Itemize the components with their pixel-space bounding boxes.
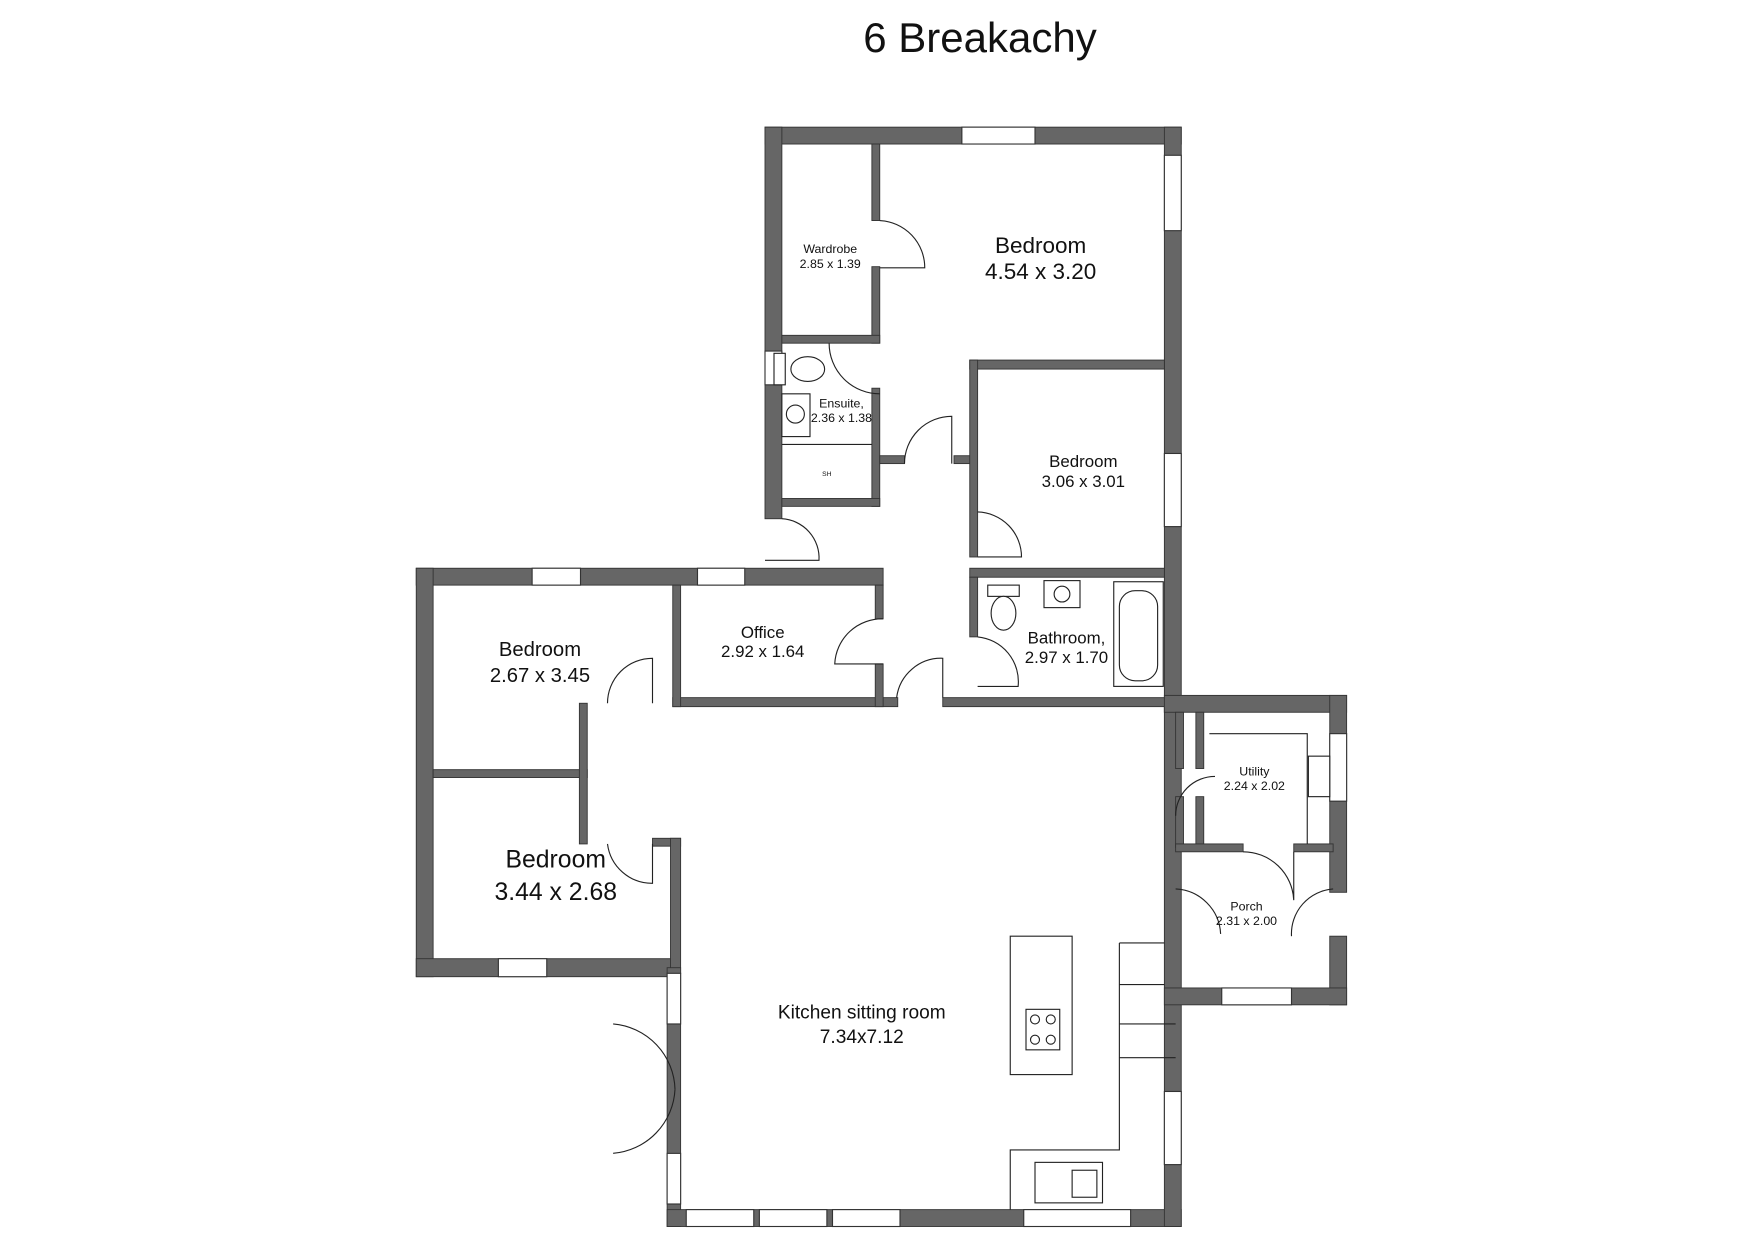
room-name: Bedroom: [499, 639, 581, 661]
room-size: 7.34x7.12: [820, 1027, 904, 1048]
room-name: Kitchen sitting room: [778, 1002, 946, 1023]
room-size: 3.06 x 3.01: [1042, 472, 1125, 491]
room-name: Utility: [1239, 764, 1270, 778]
shower-label: SH: [822, 471, 832, 478]
windows: [497, 126, 1348, 1228]
fixtures: [773, 352, 1331, 1210]
room-name: Bedroom: [1049, 452, 1117, 471]
toilet-icon: [773, 352, 786, 386]
room-size: 3.44 x 2.68: [495, 879, 617, 906]
room-size: 2.67 x 3.45: [490, 665, 590, 687]
room-name: Bedroom: [506, 847, 606, 874]
room-size: 2.97 x 1.70: [1025, 648, 1108, 667]
room-name: Bedroom: [995, 233, 1086, 258]
page-title: 6 Breakachy: [863, 14, 1097, 61]
utility-sink-icon: [1307, 755, 1331, 798]
room-labels: Bedroom 4.54 x 3.20 Wardrobe 2.85 x 1.39…: [490, 233, 1285, 1048]
room-name: Porch: [1230, 899, 1262, 913]
room-size: 2.24 x 2.02: [1224, 779, 1285, 793]
room-name: Bathroom,: [1028, 629, 1106, 648]
hob-icon: [1025, 1008, 1061, 1051]
room-size: 2.36 x 1.38: [811, 411, 872, 425]
toilet-icon: [987, 584, 1020, 597]
room-size: 2.85 x 1.39: [800, 257, 861, 271]
kitchen-island: [1009, 935, 1073, 1076]
room-size: 2.31 x 2.00: [1216, 914, 1277, 928]
room-size: 2.92 x 1.64: [721, 642, 804, 661]
room-size: 4.54 x 3.20: [985, 259, 1096, 284]
room-name: Office: [741, 623, 785, 642]
walls: [415, 126, 1348, 1227]
doors: [606, 219, 1334, 1154]
room-name: Wardrobe: [803, 242, 857, 256]
room-name: Ensuite,: [819, 396, 864, 410]
